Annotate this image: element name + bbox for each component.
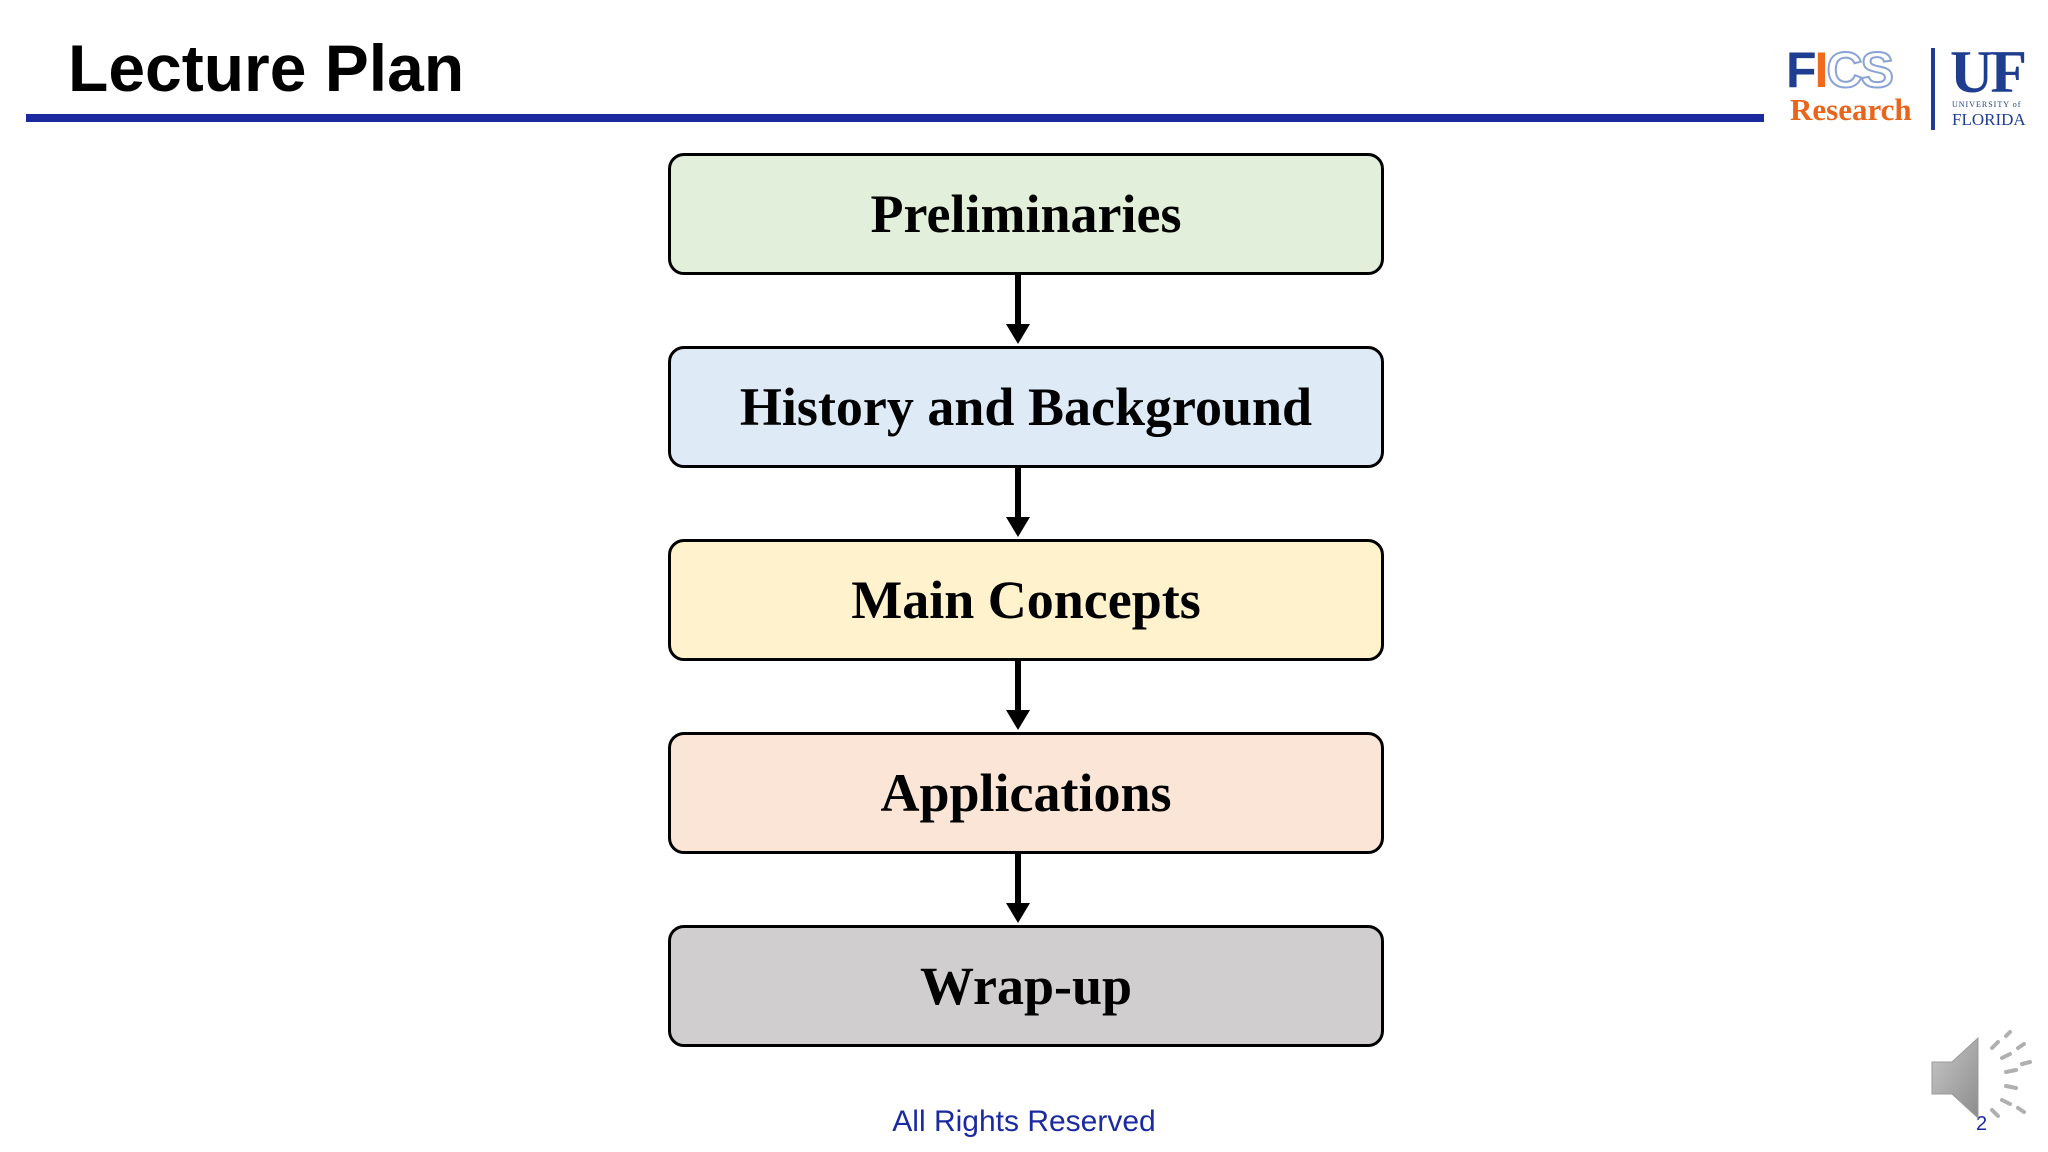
arrow-4-shaft — [1015, 854, 1021, 904]
step-history-background: History and Background — [668, 346, 1384, 468]
arrow-4-head — [1006, 903, 1030, 923]
arrow-2-head — [1006, 517, 1030, 537]
step-wrap-up: Wrap-up — [668, 925, 1384, 1047]
fics-wordmark: FICS — [1786, 41, 1895, 99]
page-number: 2 — [1976, 1113, 1988, 1135]
step-applications: Applications — [668, 732, 1384, 854]
fics-uf-logo: FICS Research UF UNIVERSITY of FLORIDA — [1786, 40, 2032, 136]
research-wordmark: Research — [1790, 92, 1912, 127]
speaker-icon[interactable] — [1926, 1028, 2036, 1128]
step-main-concepts: Main Concepts — [668, 539, 1384, 661]
logo-divider — [1931, 48, 1935, 130]
university-of-label: UNIVERSITY of — [1952, 100, 2022, 109]
arrow-1-shaft — [1015, 275, 1021, 325]
step-preliminaries: Preliminaries — [668, 153, 1384, 275]
arrow-3-shaft — [1015, 661, 1021, 711]
footer-rights: All Rights Reserved — [892, 1105, 1156, 1138]
arrow-1-head — [1006, 324, 1030, 344]
title-underline — [26, 114, 1764, 122]
uf-wordmark: UF — [1950, 39, 2027, 105]
slide-title: Lecture Plan — [68, 31, 465, 105]
florida-label: FLORIDA — [1952, 110, 2026, 129]
arrow-2-shaft — [1015, 468, 1021, 518]
arrow-3-head — [1006, 710, 1030, 730]
